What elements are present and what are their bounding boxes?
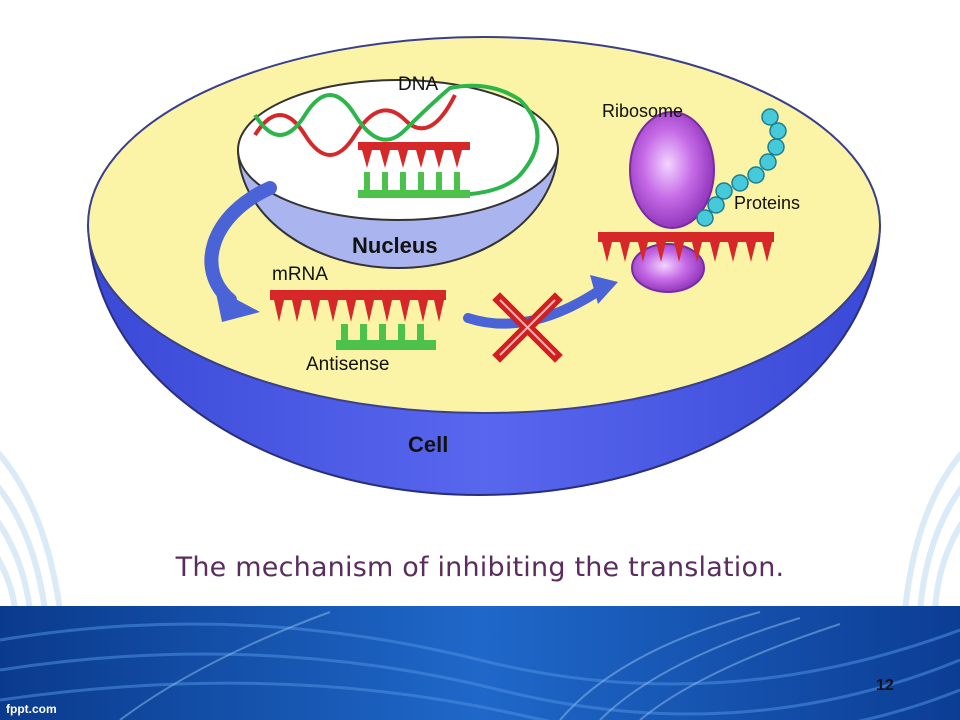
ribosome-large-subunit: [629, 111, 715, 229]
antisense-strand: [336, 340, 436, 350]
transcript-teeth: [362, 150, 462, 168]
mrna-label: mRNA: [272, 264, 328, 285]
ribosome-label: Ribosome: [602, 101, 684, 121]
page-number: 12: [876, 677, 894, 694]
wave-lines-left: [0, 450, 63, 611]
dna-label: DNA: [398, 74, 439, 95]
curved-arrow-icon: [204, 181, 277, 322]
cell-label: Cell: [408, 432, 449, 457]
footer-brand: fppt.com: [6, 702, 57, 716]
proteins-label: Proteins: [734, 193, 801, 213]
protein-chain: [696, 108, 787, 227]
wave-lines-right: [902, 450, 960, 611]
mrna-antisense-duplex: [270, 290, 446, 350]
dna-helix: [253, 83, 540, 197]
slide-caption: The mechanism of inhibiting the translat…: [175, 552, 785, 583]
template-teeth: [364, 172, 460, 190]
ribosome-small-subunit: [631, 243, 705, 293]
antisense-label: Antisense: [306, 354, 390, 375]
translating-mrna: [598, 232, 774, 262]
nucleus-label: Nucleus: [352, 233, 438, 258]
mrna-strand: [270, 290, 446, 300]
ribosome: [629, 111, 715, 293]
transcription-bubble: [358, 142, 470, 198]
